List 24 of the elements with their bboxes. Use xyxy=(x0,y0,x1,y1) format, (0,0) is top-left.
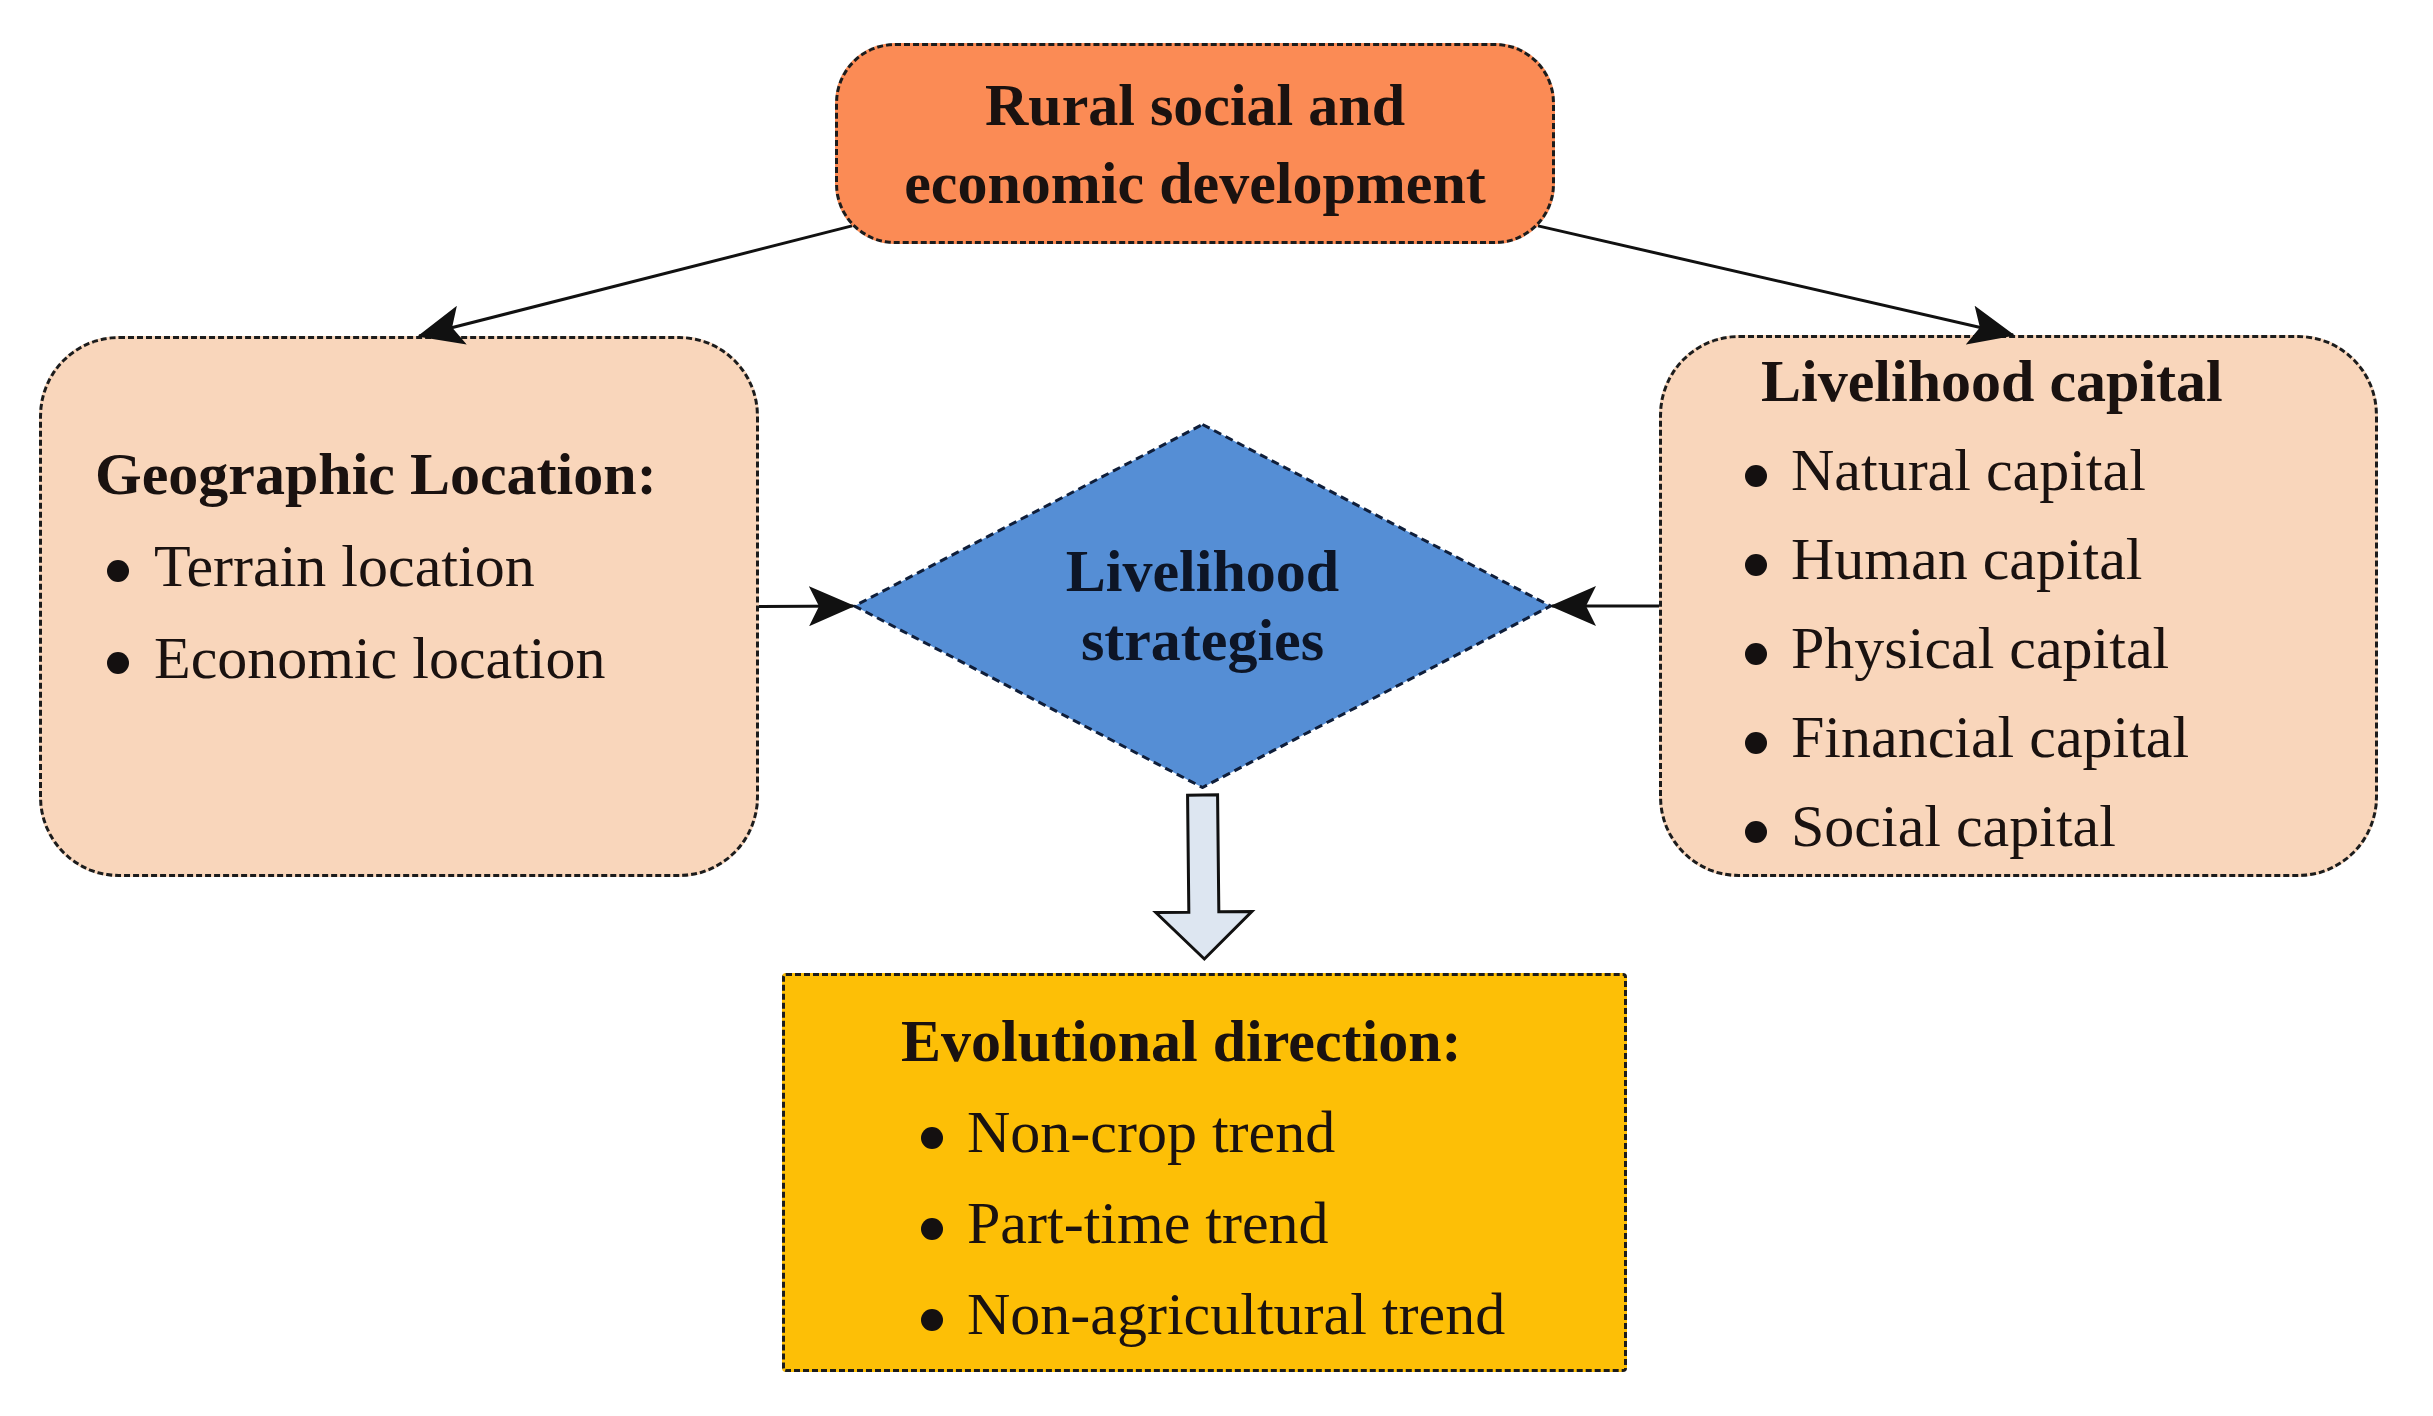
list-item: Economic location xyxy=(154,623,606,693)
list-item: Natural capital xyxy=(1791,436,2146,505)
arrow xyxy=(1537,224,2015,345)
list-item: Human capital xyxy=(1791,525,2143,594)
box-heading: Livelihood capital xyxy=(1761,347,2223,416)
rounded-box xyxy=(782,973,1627,1372)
arrow xyxy=(759,586,855,627)
list-item: Social capital xyxy=(1791,792,2116,861)
arrow xyxy=(417,224,853,345)
box-heading: Evolutional direction: xyxy=(901,1007,1462,1076)
box-title: Rural social and economic development xyxy=(903,70,1487,218)
diamond-label: Livelihood strategies xyxy=(1064,537,1341,675)
hollow-arrow xyxy=(1152,793,1256,962)
list-item: Non-agricultural trend xyxy=(967,1280,1506,1349)
list-item: Physical capital xyxy=(1791,614,2170,683)
list-item: Part-time trend xyxy=(967,1189,1329,1258)
rounded-box xyxy=(835,43,1555,244)
rounded-box xyxy=(39,336,759,877)
rounded-box xyxy=(1659,335,2378,877)
list-item: Financial capital xyxy=(1791,703,2190,772)
list-item: Non-crop trend xyxy=(967,1098,1336,1167)
list-item: Terrain location xyxy=(154,531,535,601)
arrow xyxy=(1550,586,1659,626)
box-heading: Geographic Location: xyxy=(95,439,657,509)
